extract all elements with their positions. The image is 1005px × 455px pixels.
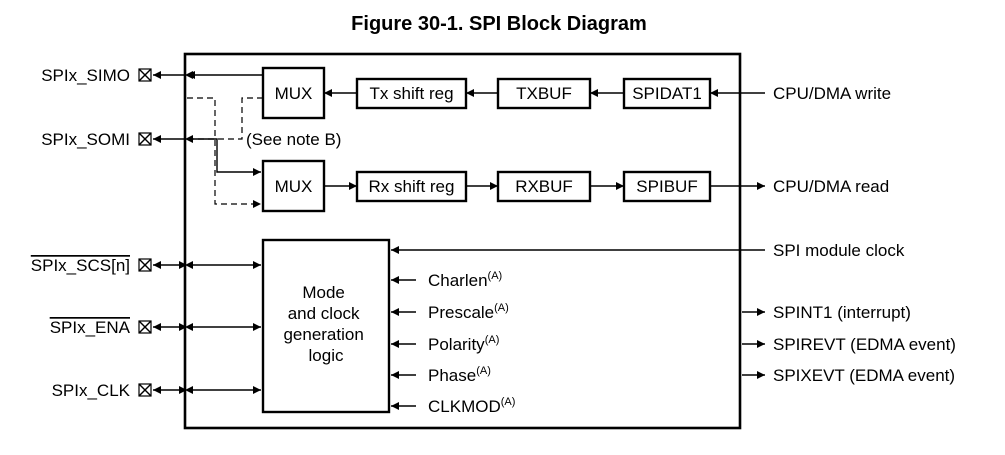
spint1-label: SPINT1 (interrupt) [773,303,911,322]
mux-rx-label: MUX [275,177,313,196]
spixevt-label: SPIXEVT (EDMA event) [773,366,955,385]
pin-scs-label: SPIx_SCS[n] [31,256,130,275]
rxbuf-block: RXBUF [496,170,592,203]
svg-text:Prescale(A): Prescale(A) [428,302,509,322]
cpu-write-label: CPU/DMA write [773,84,891,103]
spidat1-label: SPIDAT1 [632,84,702,103]
see-note-b-label: (See note B) [246,130,341,149]
mode-clock-line-2: and clock [288,304,360,323]
svg-text:Charlen(A): Charlen(A) [428,270,502,290]
spibuf-block: SPIBUF [622,170,712,203]
rx-shift-reg-label: Rx shift reg [369,177,455,196]
txbuf-block: TXBUF [496,77,592,110]
config-input-phase: Phase(A) [391,365,491,385]
mode-clock-line-4: logic [309,346,344,365]
rx-shift-reg-block: Rx shift reg [355,170,468,203]
pin-clk-label: SPIx_CLK [52,381,131,400]
config-input-charlen: Charlen(A) [391,270,502,290]
pin-spix-clk: SPIx_CLK [52,381,193,400]
cpu-read-label: CPU/DMA read [773,177,889,196]
module-clock-label: SPI module clock [773,241,905,260]
svg-text:Mode and clock gen: Mode and clock generation logic [283,283,368,365]
mode-clock-line-1: Mode [302,283,345,302]
pin-simo-label: SPIx_SIMO [41,66,130,85]
tx-shift-reg-label: Tx shift reg [369,84,453,103]
pin-spix-somi: SPIx_SOMI [41,130,193,149]
pin-somi-label: SPIx_SOMI [41,130,130,149]
svg-text:Phase(A): Phase(A) [428,365,491,385]
config-input-polarity: Polarity(A) [391,334,499,354]
spi-module-boundary [183,52,742,430]
figure-title: Figure 30-1. SPI Block Diagram [351,13,647,35]
mux-tx-label: MUX [275,84,313,103]
spidat1-block: SPIDAT1 [622,77,712,110]
mode-clock-line-3: generation [283,325,363,344]
txbuf-label: TXBUF [516,84,572,103]
svg-text:CLKMOD(A): CLKMOD(A) [428,396,515,416]
config-input-clkmod: CLKMOD(A) [391,396,515,416]
rxbuf-label: RXBUF [515,177,573,196]
svg-text:Polarity(A): Polarity(A) [428,334,499,354]
mux-tx-block: MUX [261,66,326,120]
simo-to-rx-mux-dashed-wire [187,97,261,208]
config-input-prescale: Prescale(A) [391,302,509,322]
spirevt-label: SPIREVT (EDMA event) [773,335,956,354]
pin-ena-label: SPIx_ENA [50,318,131,337]
mode-clock-logic-block: Mode and clock generation logic [261,238,391,414]
pin-spix-simo: SPIx_SIMO [41,66,193,85]
mux-rx-block: MUX [261,159,326,213]
tx-mux-to-somi-dashed-wire [187,97,263,140]
pin-spix-ena: SPIx_ENA [50,318,193,337]
tx-shift-reg-block: Tx shift reg [355,77,468,110]
pin-spix-scs: SPIx_SCS[n] [31,256,193,275]
spibuf-label: SPIBUF [636,177,697,196]
